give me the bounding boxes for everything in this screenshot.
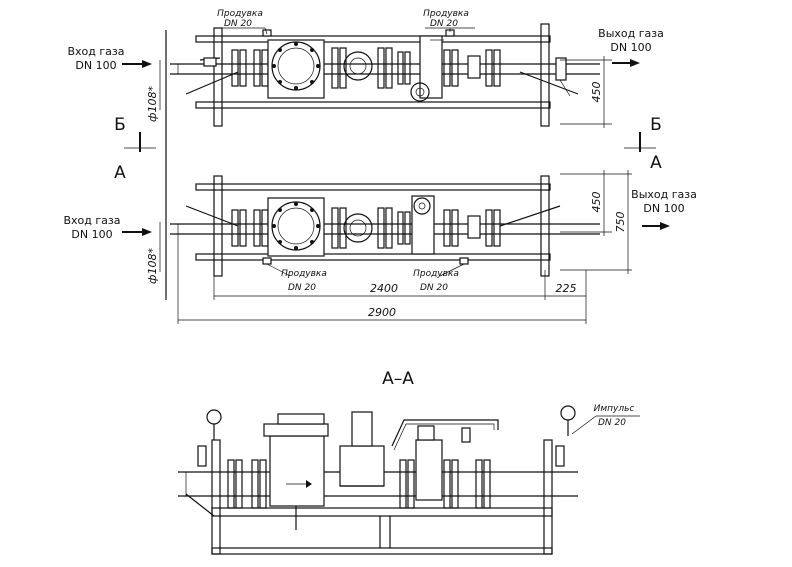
purge-dn-2: DN 20 — [430, 19, 458, 29]
outlet-bottom-label: Выход газа — [631, 188, 697, 201]
pipe-diam-bottom: ф108* — [146, 248, 159, 284]
section-a-left: А — [114, 163, 126, 183]
labels: Вход газа DN 100 Выход газа DN 100 Вход … — [64, 9, 697, 428]
bottom-line-plan — [122, 175, 670, 277]
dim-750: 750 — [614, 212, 627, 233]
section-title: А–А — [382, 369, 414, 389]
dim-450-top: 450 — [590, 82, 603, 103]
dim-2400: 2400 — [370, 282, 398, 295]
impulse-label: Импульс — [594, 404, 635, 414]
inlet-bottom-dn: DN 100 — [71, 228, 112, 241]
purge-label-1: Продувка — [217, 9, 263, 19]
section-elevation — [178, 405, 640, 555]
purge-dn-3: DN 20 — [288, 283, 316, 293]
outlet-bottom-dn: DN 100 — [643, 202, 684, 215]
dimension-lines — [159, 30, 632, 324]
inlet-bottom-label: Вход газа — [64, 214, 121, 227]
section-markers — [124, 132, 656, 152]
impulse-dn: DN 20 — [598, 418, 626, 428]
top-line-plan — [122, 23, 640, 127]
inlet-top-label: Вход газа — [68, 45, 125, 58]
inlet-top-dn: DN 100 — [75, 59, 116, 72]
purge-dn-4: DN 20 — [420, 283, 448, 293]
section-a-right: А — [650, 153, 662, 173]
pipe-diam-top: ф108* — [146, 86, 159, 122]
dim-2900: 2900 — [368, 306, 396, 319]
dim-225: 225 — [556, 282, 577, 295]
purge-dn-1: DN 20 — [224, 19, 252, 29]
purge-label-3: Продувка — [281, 269, 327, 279]
outlet-top-label: Выход газа — [598, 27, 664, 40]
section-b-left: Б — [114, 115, 126, 135]
purge-label-2: Продувка — [423, 9, 469, 19]
dim-450-bottom: 450 — [590, 192, 603, 213]
section-b-right: Б — [650, 115, 662, 135]
purge-label-4: Продувка — [413, 269, 459, 279]
outlet-top-dn: DN 100 — [610, 41, 651, 54]
